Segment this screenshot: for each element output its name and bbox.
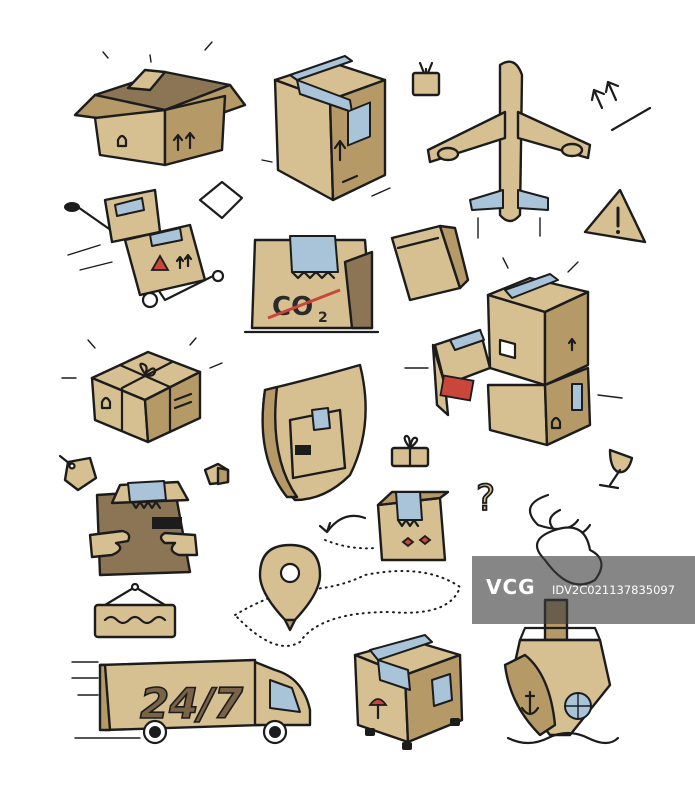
co2-subscript: 2 — [318, 310, 328, 326]
paper-bag-icon — [390, 224, 470, 302]
this-side-up-arrows-icon — [590, 80, 652, 132]
question-mark-text: ? — [476, 478, 495, 519]
delivery-truck-icon: 24/7 — [71, 658, 312, 745]
tied-parcel-icon — [61, 337, 223, 444]
box-on-wheels-icon — [353, 634, 464, 750]
tiny-box-icon — [203, 462, 230, 486]
watermark-logo: VCG — [486, 575, 536, 599]
co2-box-icon: CO 2 — [243, 235, 380, 334]
watermark-banner — [472, 556, 695, 624]
hand-truck-icon — [64, 188, 225, 309]
small-box-icon — [198, 180, 244, 220]
warning-sign-icon — [583, 188, 647, 244]
open-box-icon — [73, 41, 247, 167]
shield-box-icon — [261, 363, 367, 502]
location-pin-icon — [234, 543, 462, 647]
hands-holding-box-icon — [88, 480, 199, 577]
box-stack-icon — [404, 257, 623, 447]
small-gift-icon — [390, 434, 430, 468]
route-box-icon — [318, 490, 450, 562]
airplane-icon — [426, 60, 592, 239]
fragile-glass-icon — [598, 448, 634, 490]
hanging-sign-icon — [93, 582, 177, 639]
gift-tag-icon — [411, 61, 441, 97]
watermark-id: IDV2C021137835097 — [552, 583, 676, 597]
taped-box-icon — [261, 55, 391, 202]
question-mark-icon: ? — [475, 477, 496, 520]
price-tag-icon — [58, 454, 98, 492]
hours-label: 24/7 — [140, 679, 244, 728]
